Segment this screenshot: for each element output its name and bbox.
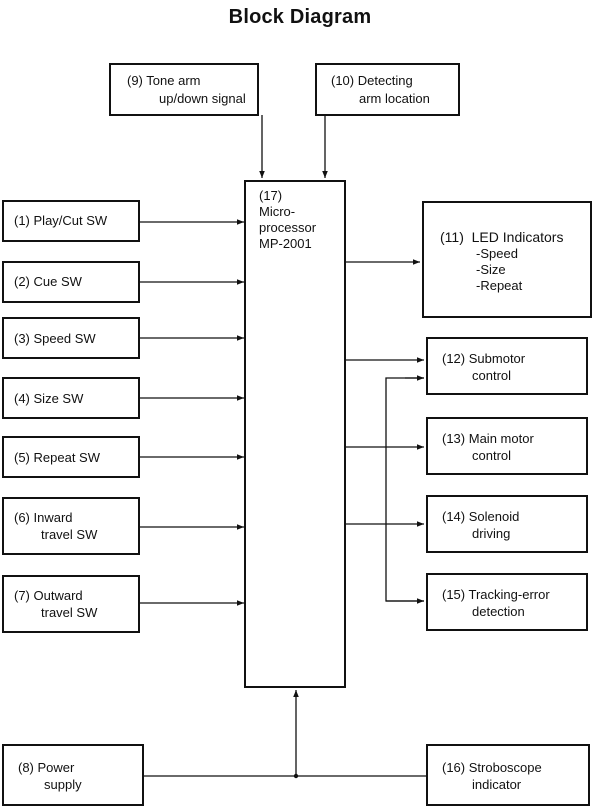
block-speed-sw: (3) Speed SW [2, 317, 140, 359]
block-led-indicators: (11) LED Indicators -Speed -Size -Repeat [422, 201, 592, 318]
block-repeat-sw: (5) Repeat SW [2, 436, 140, 478]
block-cue-sw: (2) Cue SW [2, 261, 140, 303]
block-outward-travel-sw: (7) Outward travel SW [2, 575, 140, 633]
block-main-motor-control: (13) Main motor control [426, 417, 588, 475]
block-size-sw: (4) Size SW [2, 377, 140, 419]
block-submotor-control: (12) Submotor control [426, 337, 588, 395]
block-inward-travel-sw: (6) Inward travel SW [2, 497, 140, 555]
block-microprocessor: (17) Micro- processor MP-2001 [244, 180, 346, 688]
block-solenoid-driving: (14) Solenoid driving [426, 495, 588, 553]
block-power-supply: (8) Power supply [2, 744, 144, 806]
block-tone-arm-signal: (9) Tone arm up/down signal [109, 63, 259, 116]
diagram-title: Block Diagram [228, 6, 372, 28]
block-number: (10) [331, 73, 355, 88]
block-detecting-arm-location: (10) Detecting arm location [315, 63, 460, 116]
arrow-tracking-to-submotor [385, 377, 424, 602]
block-play-cut-sw: (1) Play/Cut SW [2, 200, 140, 242]
block-tracking-error-detection: (15) Tracking-error detection [426, 573, 588, 631]
block-stroboscope-indicator: (16) Stroboscope indicator [426, 744, 590, 806]
block-number: (9) [127, 73, 143, 88]
